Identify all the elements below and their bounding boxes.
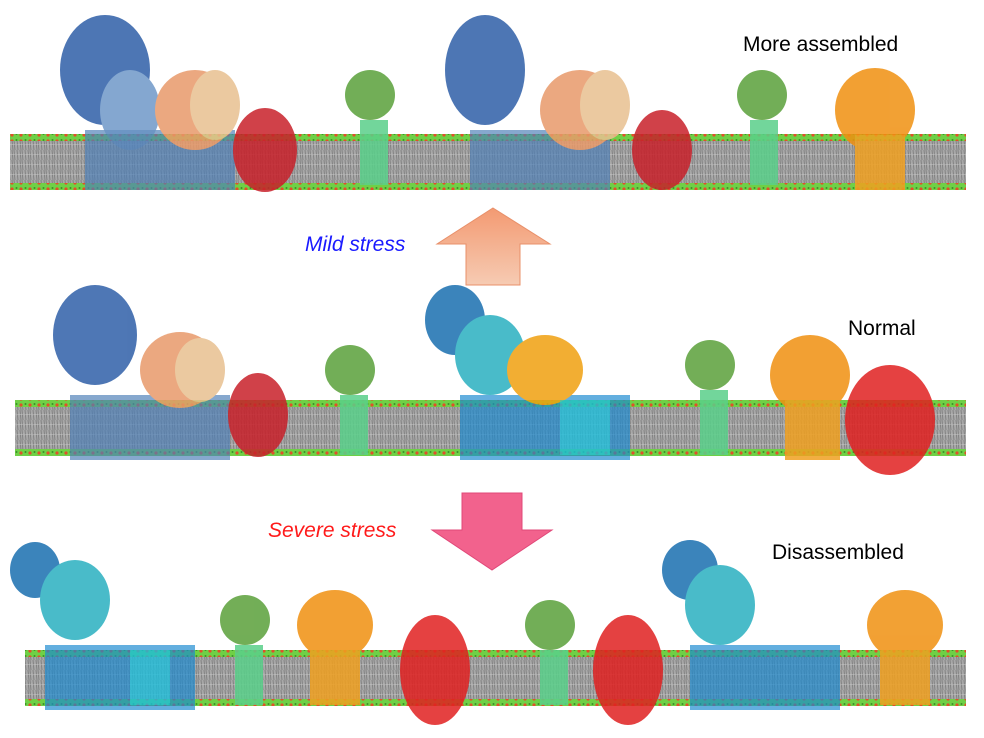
protein-complexes-middle — [53, 285, 935, 475]
label-normal: Normal — [848, 317, 916, 340]
protein-complexes-bottom — [10, 540, 943, 725]
label-mild-stress: Mild stress — [305, 233, 406, 256]
label-more-assembled: More assembled — [743, 33, 899, 56]
protein-complexes-top — [60, 15, 915, 192]
label-severe-stress: Severe stress — [268, 519, 397, 542]
label-disassembled: Disassembled — [772, 541, 904, 564]
severe-stress-down-arrow — [430, 492, 554, 571]
mild-stress-up-arrow — [435, 207, 552, 286]
